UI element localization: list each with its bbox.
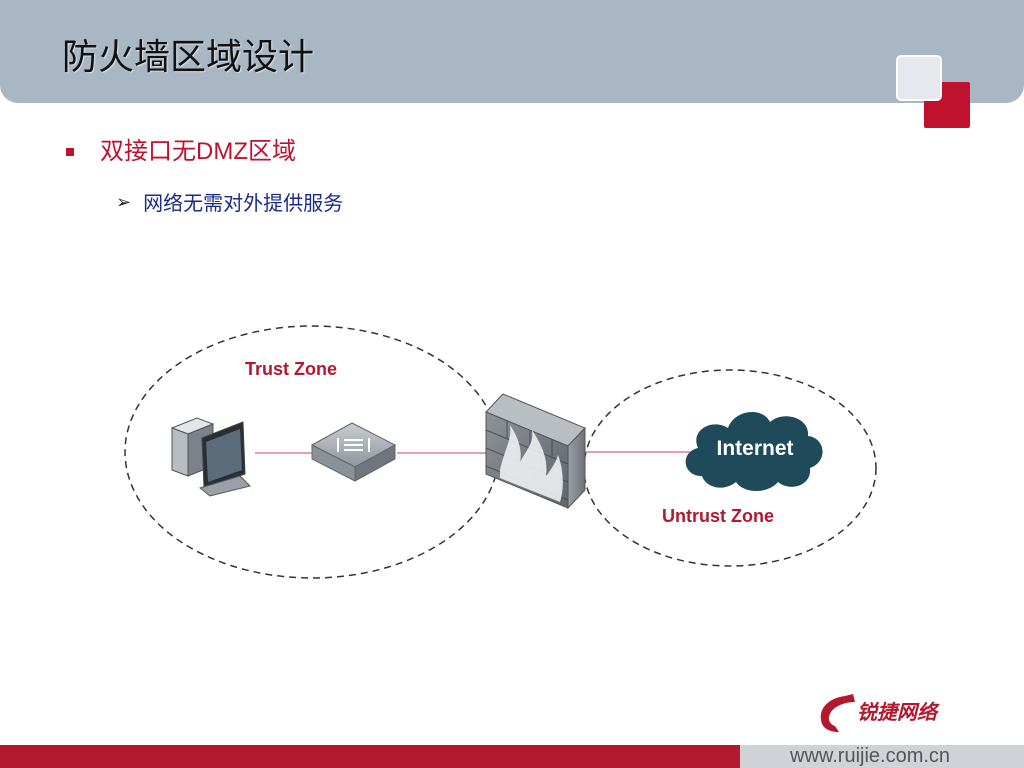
bullet-level2: ➢ 网络无需对外提供服务: [116, 192, 343, 213]
switch-icon: [310, 422, 397, 482]
internet-cloud-icon: [685, 411, 823, 491]
computer-icon: [170, 417, 251, 497]
square-bullet-icon: [66, 148, 74, 156]
footer-bar-red: [0, 745, 740, 768]
arrow-bullet-icon: ➢: [116, 192, 132, 213]
bullet-level1: 双接口无DMZ区域: [66, 140, 296, 164]
ruijie-logo-icon: [820, 694, 855, 732]
footer-url: www.ruijie.com.cn: [790, 745, 951, 767]
slide-title: 防火墙区域设计: [62, 37, 315, 78]
logo-text: 锐捷网络: [857, 700, 937, 724]
bullet-level1-text: 双接口无DMZ区域: [100, 138, 296, 165]
firewall-icon: [485, 393, 586, 510]
footer-bar-gray: [740, 745, 1024, 768]
untrust-zone-label: Untrust Zone: [662, 506, 774, 526]
internet-label: Internet: [716, 437, 793, 460]
trust-zone-label: Trust Zone: [245, 359, 337, 379]
corner-decoration-gray: [898, 57, 940, 99]
bullet-level2-text: 网络无需对外提供服务: [143, 190, 344, 215]
title-bar: [0, 0, 1024, 103]
